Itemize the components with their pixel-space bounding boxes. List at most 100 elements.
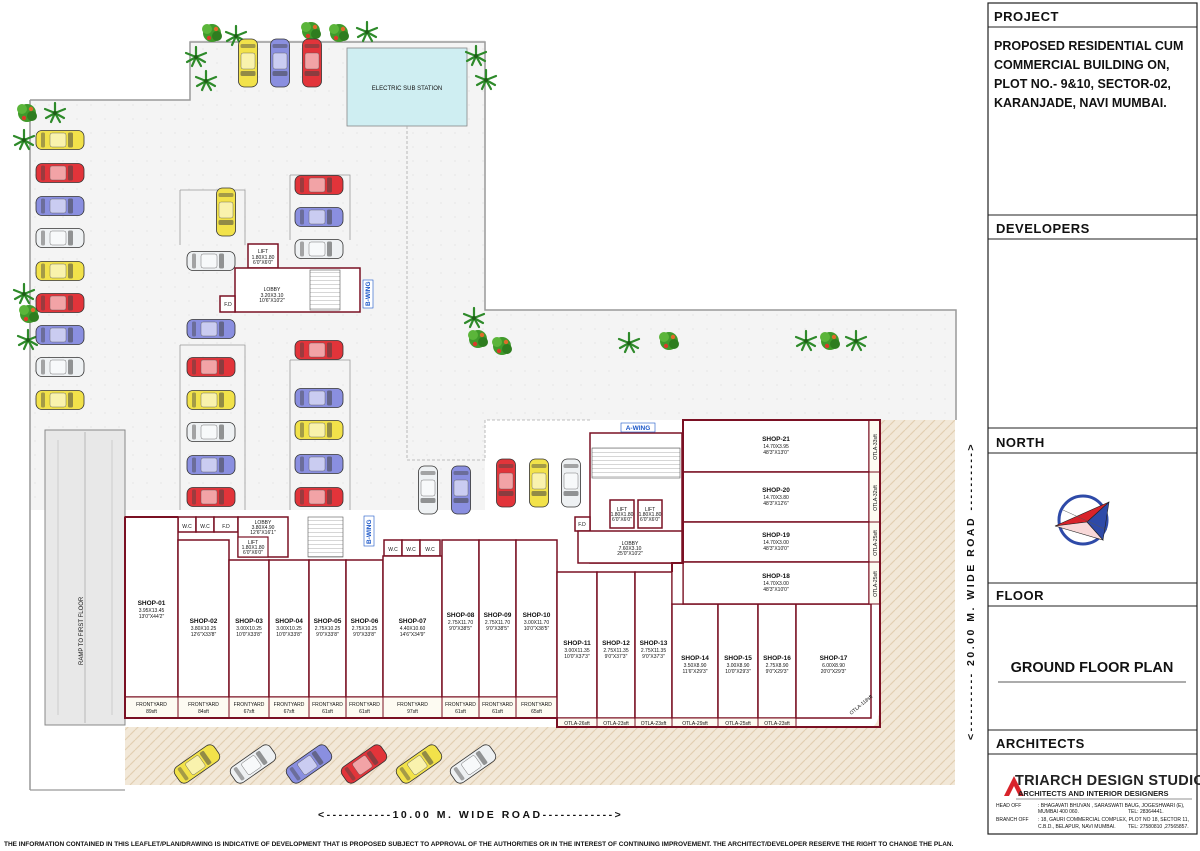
lift-a2-dim-ft: 6'0"X6'0" [640, 517, 660, 523]
otla-label: OTLA-32sft [873, 485, 879, 511]
shop-dimension-ft: 13'0"X44'2" [139, 614, 165, 620]
shop-unit [268, 559, 310, 698]
project-line-4: KARANJADE, NAVI MUMBAI. [994, 96, 1167, 110]
firm-name: TRIARCH DESIGN STUDIO [1015, 773, 1200, 789]
shop-dimension-ft: 10'0"X37'3" [564, 654, 590, 660]
lift-lower-label: LIFT [248, 540, 258, 546]
shop-name: SHOP-11 [563, 640, 591, 647]
shop-name: SHOP-19 [762, 532, 790, 539]
shop-dimension: 2.75X10.25 [315, 626, 341, 632]
wc-lower-4: W.C [406, 547, 416, 553]
shop-dimension: 2.75X11.35 [641, 648, 666, 654]
shop-name: SHOP-09 [484, 612, 512, 619]
shop-dimension-ft: 48'3"X13'0" [763, 450, 789, 456]
fd-a-label: F.D [578, 522, 586, 528]
shops-layer: SHOP-013.95X13.4513'0"X44'2"FRONTYARD89s… [124, 419, 881, 728]
shop-dimension-ft: 20'0"X29'3" [821, 669, 847, 675]
lobby-upper-dim: 3.20X3.10 [261, 293, 284, 299]
lobby-a-dim: 7.60X3.10 [619, 546, 642, 552]
shop-dimension-ft: 10'0"X33'8" [236, 632, 262, 638]
shop-name: SHOP-18 [762, 573, 790, 580]
shop-dimension: 4.40X10.60 [400, 626, 426, 632]
shop-name: SHOP-13 [640, 640, 668, 647]
lobby-lower-dim: 3.80X4.90 [252, 525, 275, 531]
shop-name: SHOP-20 [762, 487, 790, 494]
frontyard-label: FRONTYARD [188, 702, 219, 708]
lobby-upper-label: LOBBY [264, 287, 281, 293]
shop-dimension-ft: 9'0"X33'8" [353, 632, 376, 638]
shop-dimension-ft: 10'0"X38'5" [524, 626, 550, 632]
frontyard-label: FRONTYARD [312, 702, 343, 708]
frontyard-label: FRONTYARD [234, 702, 265, 708]
shop-dimension-ft: 9'0"X29'3" [766, 669, 789, 675]
frontyard-label: FRONTYARD [274, 702, 305, 708]
developers-heading: DEVELOPERS [996, 221, 1090, 236]
lift-upper-dim: 1.80X1.80 [252, 255, 275, 261]
branch-off-tel: TEL: 27580810 ,27565857. [1128, 824, 1189, 830]
frontyard-area-label: 67sft [244, 709, 255, 715]
shop-name: SHOP-08 [447, 612, 475, 619]
frontyard-area-label: 97sft [407, 709, 418, 715]
head-off-city: MUMBAI 400 060. [1038, 809, 1079, 815]
b-wing-upper-label: B-WING [365, 281, 372, 306]
project-line-2: COMMERCIAL BUILDING ON, [994, 58, 1169, 72]
frontyard-area-label: 89sft [146, 709, 157, 715]
frontyard-area-label: 61sft [359, 709, 370, 715]
shop-dimension: 2.75X11.70 [485, 620, 510, 626]
passage [671, 562, 684, 605]
lobby-a-dim-ft: 25'0"X10'2" [617, 551, 643, 557]
shop-name: SHOP-16 [763, 655, 791, 662]
shop-dimension: 3.00X10.25 [236, 626, 262, 632]
frontyard-area-label: 61sft [455, 709, 466, 715]
project-heading: PROJECT [994, 9, 1059, 24]
lobby-a-label: LOBBY [622, 541, 639, 547]
shop-name: SHOP-07 [399, 618, 427, 625]
shop-unit [515, 539, 558, 698]
branch-off-label: BRANCH OFF [996, 817, 1029, 823]
shop-dimension: 2.75X11.35 [603, 648, 628, 654]
lift-a1-label: LIFT [617, 507, 627, 513]
lobby-upper-dim-ft: 10'6"X10'2" [259, 298, 285, 304]
shop-unit [124, 516, 179, 698]
shop-dimension-ft: 9'0"X37'3" [642, 654, 665, 660]
disclaimer-text: THE INFORMATION CONTAINED IN THIS LEAFLE… [4, 841, 954, 848]
shop-name: SHOP-04 [275, 618, 303, 625]
shop-dimension: 14.70X3.95 [763, 444, 789, 450]
architects-heading: ARCHITECTS [996, 736, 1085, 751]
shop-name: SHOP-17 [820, 655, 848, 662]
frontyard-label: FRONTYARD [349, 702, 380, 708]
shop-unit [634, 571, 673, 719]
otla-label: OTLA-25sft [725, 721, 751, 727]
shop-dimension-ft: 9'0"X38'5" [449, 626, 472, 632]
project-line-1: PROPOSED RESIDENTIAL CUM [994, 39, 1183, 53]
shop-dimension: 3.00X11.35 [564, 648, 589, 654]
shop-dimension-ft: 48'3"X12'6" [763, 501, 789, 507]
shop-name: SHOP-03 [235, 618, 263, 625]
north-heading: NORTH [996, 435, 1045, 450]
shop-dimension: 14.70X3.00 [763, 581, 789, 587]
otla-label: OTLA-26sft [564, 721, 590, 727]
shop-dimension: 14.70X3.00 [763, 540, 789, 546]
shop-dimension: 2.75X8.90 [766, 663, 789, 669]
shop-dimension: 3.00X11.70 [524, 620, 549, 626]
lift-a1-dim-ft: 6'0"X6'0" [612, 517, 632, 523]
otla-label: OTLA-23sft [641, 721, 667, 727]
branch-off-city: C.B.D., BELAPUR, NAVI MUMBAI. [1038, 824, 1116, 830]
wc-lower-1: W.C [182, 524, 192, 530]
frontyard-area-label: 61sft [492, 709, 503, 715]
shop-unit [682, 521, 870, 563]
project-line-3: PLOT NO.- 9&10, SECTOR-02, [994, 77, 1171, 91]
ramp-label: RAMP TO FIRST FLOOR [79, 596, 85, 665]
shop-name: SHOP-21 [762, 436, 790, 443]
shop-dimension: 3.95X13.45 [139, 608, 165, 614]
frontyard-label: FRONTYARD [136, 702, 167, 708]
lift-a1-dim: 1.80X1.80 [611, 512, 634, 518]
shop-unit [228, 559, 270, 698]
shop-dimension-ft: 9'0"X37'3" [605, 654, 628, 660]
shop-dimension: 2.75X10.25 [352, 626, 378, 632]
wc-lower-2: W.C [200, 524, 210, 530]
title-block: PROJECT PROPOSED RESIDENTIAL CUM COMMERC… [987, 2, 1200, 835]
lift-upper-dim-ft: 6'0"X6'0" [253, 260, 273, 266]
a-wing-label: A-WING [626, 425, 651, 432]
